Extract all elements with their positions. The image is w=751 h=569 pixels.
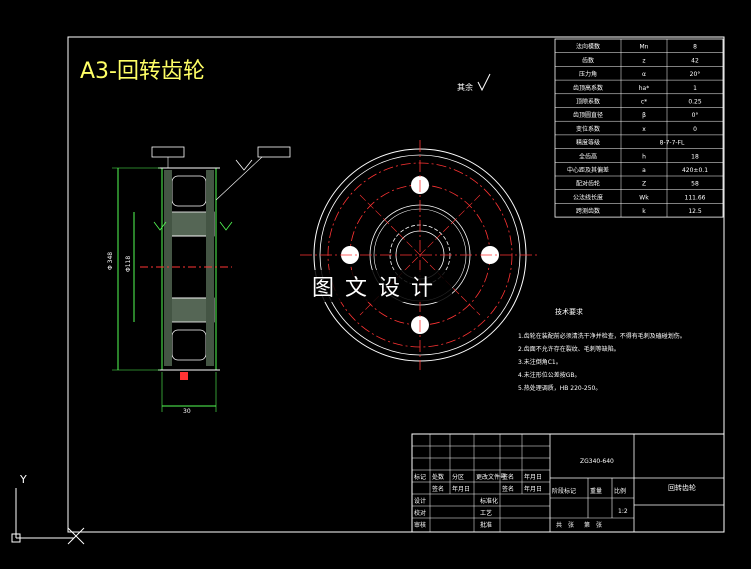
param-cell: x	[642, 126, 646, 133]
drawing-border	[67, 36, 725, 533]
param-cell: 420±0.1	[682, 167, 708, 174]
gear-front-view	[300, 140, 540, 370]
watermark-bg	[306, 270, 452, 302]
title-block-label: 处数	[432, 473, 444, 481]
roughness-symbol-icon	[477, 73, 491, 92]
param-cell: 8	[693, 44, 697, 51]
tech-req-title: 技术要求	[555, 307, 583, 316]
material-text: ZG340-640	[580, 458, 614, 465]
param-cell: 齿数	[582, 56, 594, 64]
title-block-label: 年月日	[524, 473, 542, 481]
param-cell: Z	[642, 181, 646, 188]
ucs-icon	[11, 488, 85, 545]
title-block-label: 分区	[452, 473, 464, 481]
title-block-label: 标记	[414, 473, 426, 481]
param-cell: 0	[693, 126, 697, 133]
param-cell: z	[642, 57, 645, 64]
title-block-label: 审核	[414, 521, 426, 529]
outer-dia-dim: Φ 348	[107, 252, 114, 270]
param-table: 法向模数 Mn 8 齿数 z 42 压力角 α 20° 齿顶高系数 ha* 1 顶隙系数 c* 0.25 齿顶…	[554, 38, 724, 218]
param-cell: 20°	[690, 71, 701, 78]
title-block-label: 工艺	[480, 509, 492, 517]
title-block-label: 张	[568, 521, 574, 529]
param-cell: 压力角	[579, 70, 597, 78]
title-block-label: 更改文件号	[476, 473, 506, 481]
title-block-label: 签名	[502, 485, 514, 493]
tech-req-item: 1.齿轮在装配前必须清洗干净并检查，不得有毛刺及磕碰划伤。	[518, 332, 686, 340]
bore-dia-dim: Φ118	[125, 256, 132, 272]
param-cell: c*	[641, 99, 647, 106]
title-block-label: 年月日	[452, 485, 470, 493]
roughness-note: 其余	[457, 82, 473, 92]
param-cell: 公法线长度	[573, 193, 603, 201]
param-cell: 58	[691, 181, 699, 188]
title-block-label: 第	[584, 521, 590, 529]
param-cell: h	[642, 153, 646, 160]
param-cell: 变位系数	[576, 125, 600, 133]
param-cell: 111.66	[685, 194, 706, 201]
gear-section-view	[112, 146, 291, 412]
tech-req-item: 3.未注倒角C1。	[518, 358, 562, 366]
drawing-title: A3-回转齿轮	[80, 59, 205, 84]
title-block-label: 张	[596, 521, 602, 529]
title-block-label: 批准	[480, 521, 492, 529]
ucs-y-label: Y	[19, 473, 27, 486]
title-block-label: 设计	[414, 497, 426, 505]
param-cell: 跨测齿数	[576, 207, 600, 215]
title-block-labels: 标记处数分区更改文件号签名年月日签名年月日签名年月日设计校对审核标准化工艺批准阶…	[414, 473, 626, 529]
param-cell: Mn	[640, 44, 649, 51]
param-cell: 18	[691, 153, 699, 160]
param-cell: 8-7-7-FL	[660, 140, 685, 147]
param-cell: α	[642, 71, 646, 78]
title-block-label: 阶段标记	[552, 487, 576, 495]
param-cell: 配对齿轮	[576, 180, 600, 188]
watermark-text: 图 文 设 计	[312, 276, 435, 301]
tech-req-item: 2.齿面不允许存在裂纹、毛刺等缺陷。	[518, 345, 620, 353]
title-block-label: 年月日	[524, 485, 542, 493]
param-cell: k	[642, 208, 646, 215]
title-block	[411, 433, 725, 533]
param-cell: 齿顶高系数	[573, 84, 603, 92]
title-block-label: 签名	[502, 473, 514, 481]
param-cell: 1	[693, 85, 697, 92]
title-block-label: 比例	[614, 487, 626, 495]
param-cell: β	[642, 112, 646, 119]
param-cell: Wk	[639, 194, 649, 201]
face-width-dim: 30	[183, 408, 191, 415]
param-cell: 中心距及其偏差	[567, 166, 609, 174]
part-name: 回转齿轮	[668, 483, 696, 492]
tech-req-item: 4.未注形位公差按GB。	[518, 371, 581, 379]
title-block-label: 共	[556, 521, 562, 529]
param-cell: a	[642, 167, 646, 174]
param-cell: 法向模数	[576, 43, 600, 51]
param-cell: 0.25	[688, 99, 702, 106]
tech-req-item: 5.热处理调质，HB 220-250。	[518, 384, 601, 392]
param-cell: 顶隙系数	[576, 98, 600, 106]
param-cell: 齿顶圆直径	[573, 111, 603, 119]
title-block-label: 标准化	[480, 497, 498, 505]
title-block-label: 校对	[414, 509, 426, 517]
param-cell: 全齿高	[579, 152, 597, 160]
param-cell: 42	[691, 57, 699, 64]
tech-req-list: 1.齿轮在装配前必须清洗干净并检查，不得有毛刺及磕碰划伤。 2.齿面不允许存在裂纹…	[518, 332, 686, 392]
param-cell: ha*	[639, 85, 649, 92]
param-cell: 0°	[692, 112, 699, 119]
title-block-label: 重量	[590, 487, 602, 495]
scale-value: 1:2	[618, 508, 628, 515]
param-cell: 精度等级	[576, 139, 600, 147]
param-cell: 12.5	[688, 208, 702, 215]
title-block-label: 签名	[432, 485, 444, 493]
